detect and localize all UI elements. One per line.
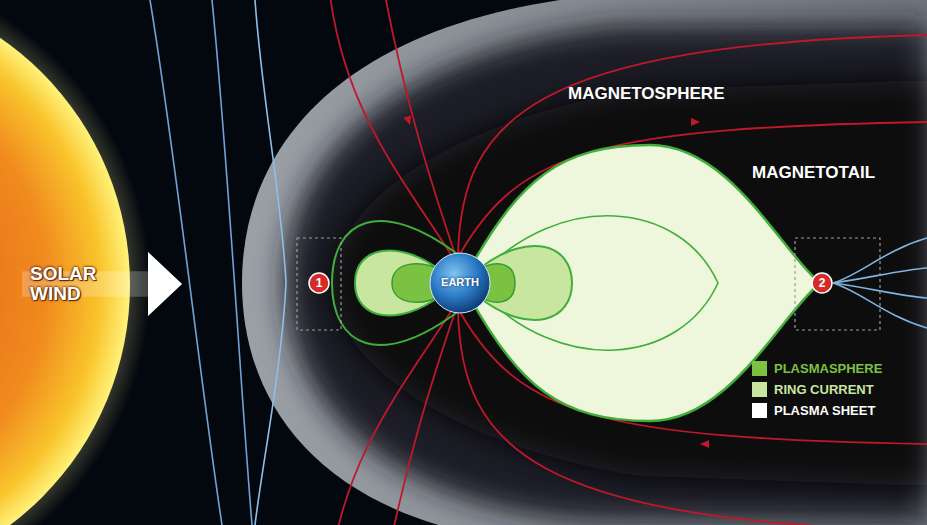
region-box bbox=[297, 238, 880, 330]
sun-glow bbox=[0, 0, 150, 525]
callout-number: 2 bbox=[811, 272, 833, 294]
callout-number: 1 bbox=[308, 272, 330, 294]
earth-globe: EARTH bbox=[429, 252, 491, 314]
arrow-body bbox=[22, 252, 182, 316]
solar-wind-arrow: SOLAR WIND bbox=[22, 252, 182, 316]
region-label: MAGNETOTAIL bbox=[752, 163, 875, 183]
region-box bbox=[297, 238, 341, 330]
legend-text: PLASMASPHERE bbox=[774, 361, 882, 376]
callout-circle bbox=[309, 273, 329, 293]
node-label: EARTH bbox=[441, 277, 479, 289]
callout-text: 1 bbox=[316, 277, 323, 290]
field-arrowheads bbox=[700, 440, 709, 448]
arrow-head bbox=[148, 252, 182, 316]
field-arrowheads bbox=[691, 118, 700, 126]
earth-disc bbox=[430, 253, 490, 313]
open-field-lines bbox=[330, 0, 452, 256]
callout-text: 2 bbox=[819, 277, 826, 290]
open-field-lines bbox=[330, 0, 927, 525]
open-field-lines bbox=[385, 0, 455, 254]
legend-row: PLASMA SHEET bbox=[752, 400, 882, 421]
callout-circle bbox=[812, 273, 832, 293]
arrow-label: SOLAR WIND bbox=[30, 264, 130, 304]
open-field-lines bbox=[330, 310, 452, 525]
magnetosphere-interior bbox=[285, 25, 927, 521]
sun bbox=[0, 0, 130, 525]
field-arrowheads bbox=[403, 115, 413, 126]
solar-wind-field-lines bbox=[150, 0, 222, 525]
legend-row: PLASMASPHERE bbox=[752, 358, 882, 379]
legend-swatch bbox=[752, 361, 767, 376]
plasma-sheet bbox=[470, 145, 820, 421]
legend-swatch bbox=[752, 382, 767, 397]
legend: PLASMASPHERE RING CURRENT PLASMA SHEET bbox=[752, 358, 882, 421]
region-box bbox=[795, 238, 880, 330]
legend-swatch bbox=[752, 403, 767, 418]
legend-text: PLASMA SHEET bbox=[774, 403, 875, 418]
draped-field-line bbox=[255, 0, 286, 525]
region-label: MAGNETOSPHERE bbox=[568, 84, 725, 104]
magnetopause bbox=[242, 0, 927, 525]
solar-wind-field-lines bbox=[150, 0, 252, 525]
legend-row: RING CURRENT bbox=[752, 379, 882, 400]
legend-text: RING CURRENT bbox=[774, 382, 874, 397]
